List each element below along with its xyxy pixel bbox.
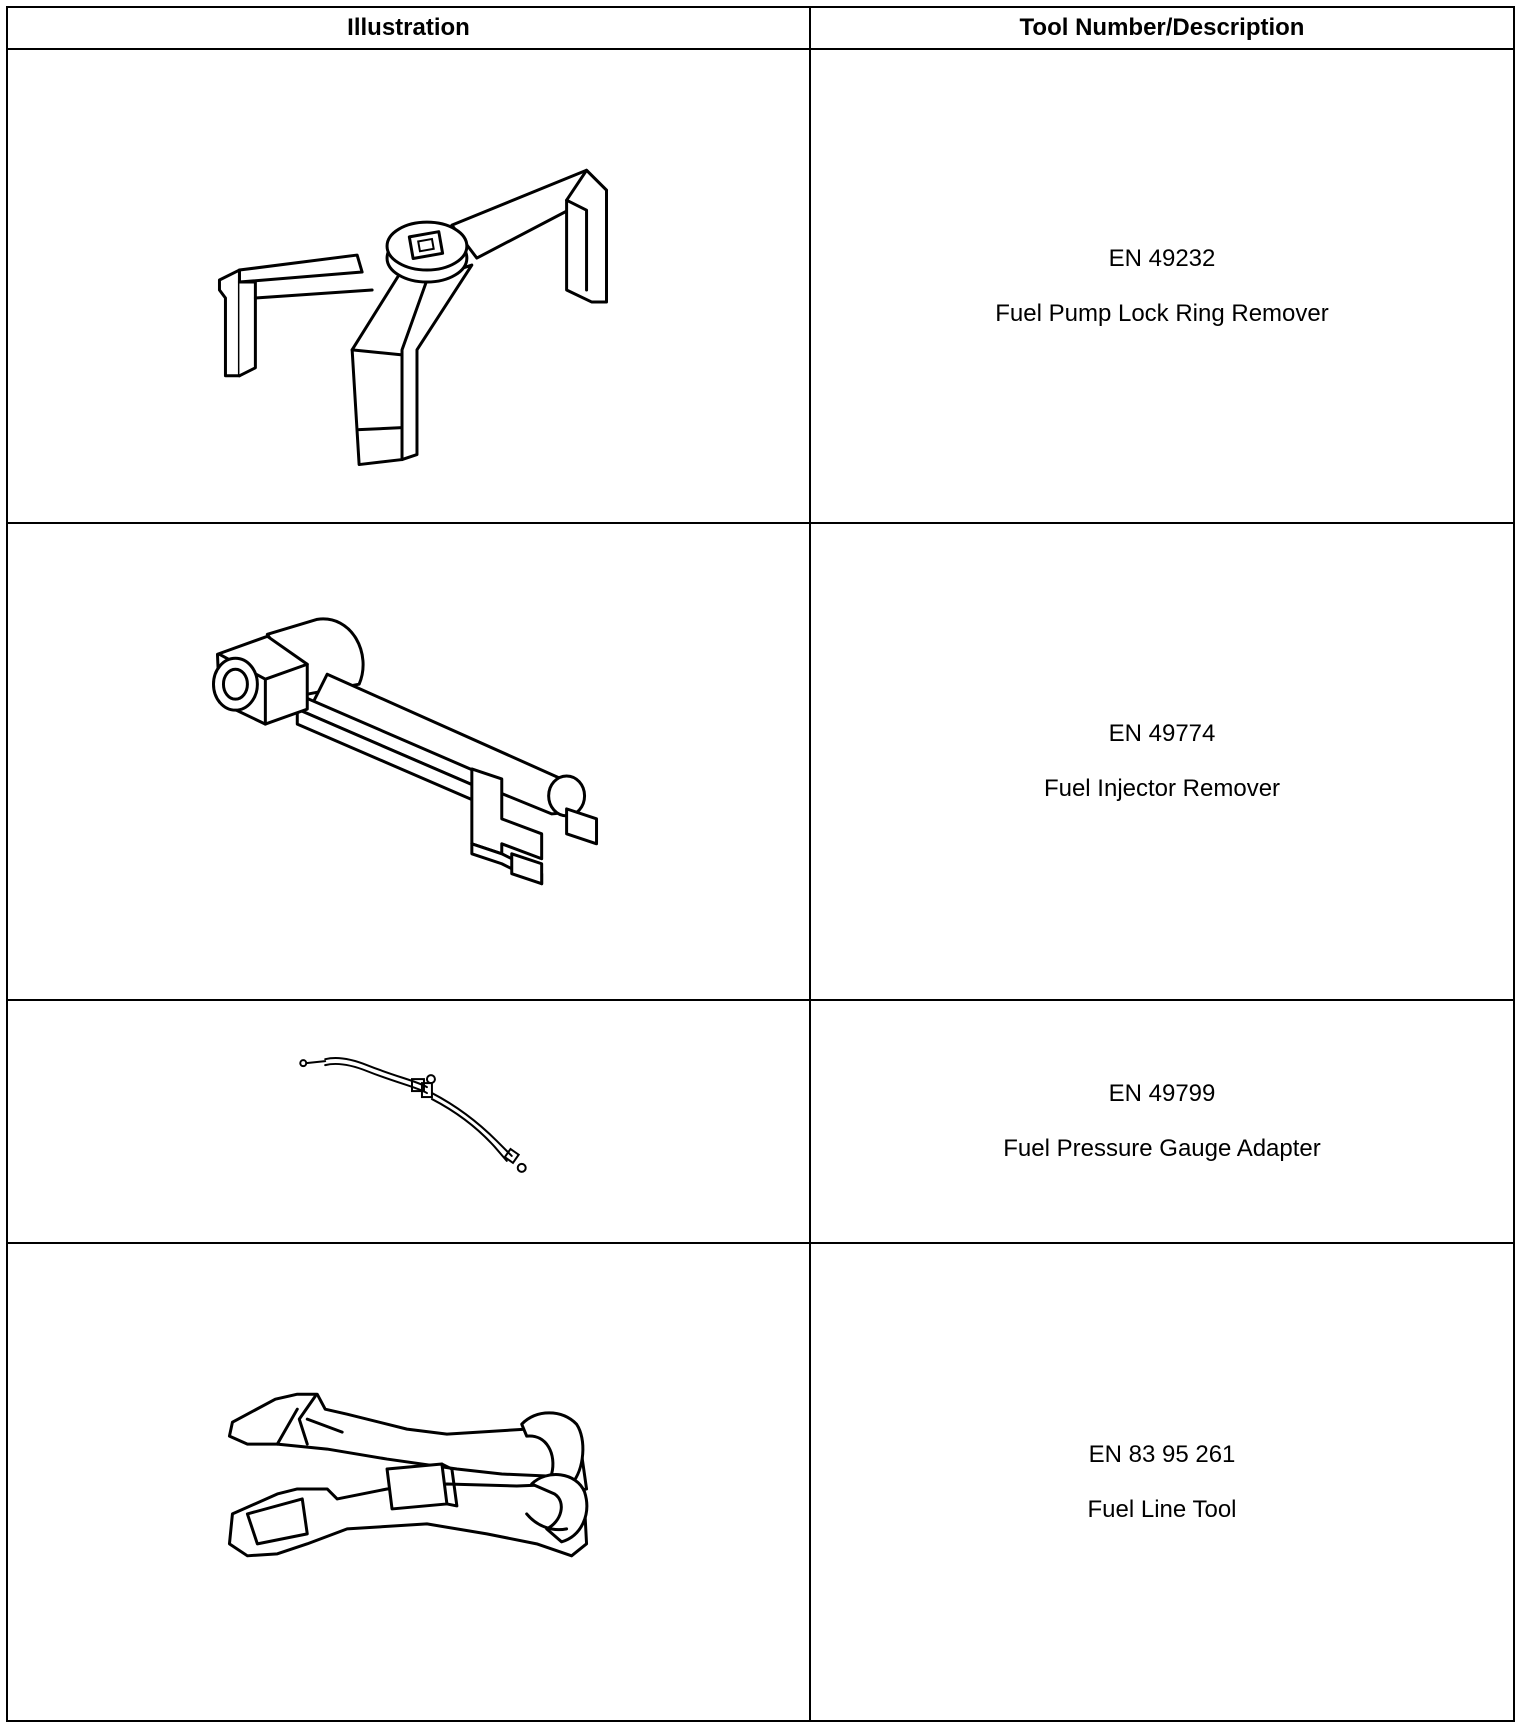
table-row: EN 49799 Fuel Pressure Gauge Adapter — [6, 999, 1515, 1244]
header-tool-number-description: Tool Number/Description — [809, 6, 1515, 50]
table-header-row: Illustration Tool Number/Description — [6, 6, 1515, 50]
description-cell: EN 49799 Fuel Pressure Gauge Adapter — [809, 999, 1515, 1244]
description-cell: EN 83 95 261 Fuel Line Tool — [809, 1242, 1515, 1722]
tool-description: Fuel Pressure Gauge Adapter — [1003, 1135, 1321, 1162]
table-row: EN 49774 Fuel Injector Remover — [6, 522, 1515, 1001]
illustration-cell — [6, 999, 811, 1244]
fuel-line-tool-icon — [227, 1392, 589, 1558]
description-cell: EN 49232 Fuel Pump Lock Ring Remover — [809, 48, 1515, 524]
illustration-cell — [6, 522, 811, 1001]
injector-remover-icon — [211, 617, 599, 886]
table-row: EN 49232 Fuel Pump Lock Ring Remover — [6, 48, 1515, 524]
tool-description: Fuel Pump Lock Ring Remover — [995, 299, 1329, 327]
gauge-adapter-icon — [299, 1056, 527, 1173]
tool-number: EN 83 95 261 — [1088, 1440, 1236, 1468]
special-tools-table: Illustration Tool Number/Description — [6, 6, 1515, 1722]
tool-description: Fuel Line Tool — [1087, 1495, 1237, 1523]
tool-number: EN 49799 — [1108, 1080, 1216, 1107]
illustration-cell — [6, 1242, 811, 1722]
description-cell: EN 49774 Fuel Injector Remover — [809, 522, 1515, 1001]
lock-ring-remover-icon — [217, 168, 609, 467]
table-row: EN 83 95 261 Fuel Line Tool — [6, 1242, 1515, 1722]
tool-description: Fuel Injector Remover — [1043, 775, 1281, 802]
header-illustration: Illustration — [6, 6, 811, 50]
illustration-cell — [6, 48, 811, 524]
tool-number: EN 49774 — [1108, 720, 1216, 747]
tool-number: EN 49232 — [1108, 244, 1216, 272]
